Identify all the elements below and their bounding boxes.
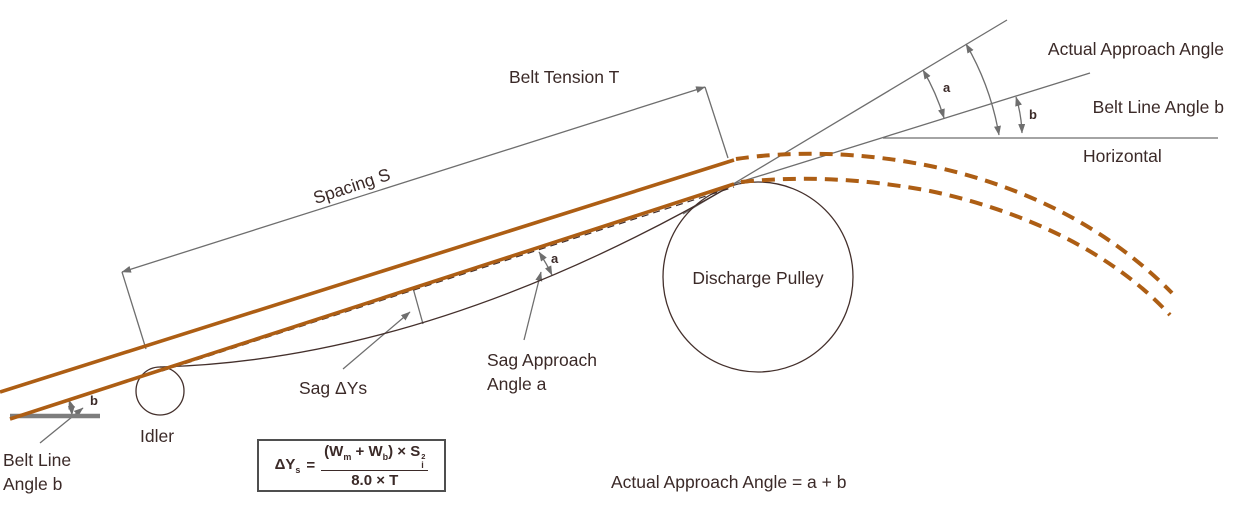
formula-s: ) × S xyxy=(388,442,421,460)
belt-line-extension-ray xyxy=(694,72,1091,197)
sag-approach-leader-line xyxy=(523,271,543,341)
belt-line-angle-leader-line xyxy=(39,407,84,444)
label-sag: Sag ΔYs xyxy=(299,378,368,398)
angle-a-arc xyxy=(922,69,945,119)
spacing-extension-left xyxy=(121,271,147,350)
angle-b-left-arc xyxy=(67,399,76,416)
belt-lower-line xyxy=(9,182,735,421)
trajectory-upper-dashed-curve xyxy=(735,151,1174,295)
label-horizontal: Horizontal xyxy=(1083,146,1162,166)
label-equation: Actual Approach Angle = a + b xyxy=(611,472,847,492)
label-idler: Idler xyxy=(140,426,175,446)
label-belt-line-line2: Angle b xyxy=(3,473,63,494)
formula-s-sup: 2 xyxy=(421,451,426,461)
label-discharge-pulley: Discharge Pulley xyxy=(692,268,824,288)
formula-denominator: 8.0 × T xyxy=(351,471,399,489)
label-belt-line-angle-right: Belt Line Angle b xyxy=(1092,97,1224,117)
angle-b-arc xyxy=(1015,96,1026,134)
label-actual-approach-angle: Actual Approach Angle xyxy=(1047,39,1224,59)
label-belt-line-angle-left: Belt Line Angle b xyxy=(3,449,71,496)
formula-wm-sub: m xyxy=(343,451,352,462)
sag-leader-line xyxy=(342,311,411,370)
formula-lhs-sub: s xyxy=(295,465,301,475)
label-sag-approach-angle: Sag Approach Angle a xyxy=(487,349,597,396)
spacing-extension-right xyxy=(704,86,729,159)
discharge-pulley-circle xyxy=(662,181,854,373)
sag-curve xyxy=(159,183,735,368)
angle-b-label-left: b xyxy=(90,393,98,408)
formula-lhs-base: ΔY xyxy=(274,456,296,473)
label-belt-tension: Belt Tension T xyxy=(509,67,620,87)
formula-s-sub: i xyxy=(421,459,424,470)
formula-lhs: ΔYs xyxy=(275,456,301,475)
sag-depth-tick xyxy=(412,287,424,325)
formula-equals: = xyxy=(306,457,316,474)
formula-wb-sub: b xyxy=(382,451,389,462)
angle-b-label-right: b xyxy=(1029,107,1037,122)
formula-wb: + W xyxy=(351,442,383,460)
angle-a-label-top: a xyxy=(943,80,951,95)
label-belt-line-line1: Belt Line xyxy=(3,450,72,470)
actual-approach-ray xyxy=(682,19,1008,215)
label-sag-approach-line2: Angle a xyxy=(487,373,547,394)
actual-approach-angle-arc xyxy=(965,43,1001,136)
spacing-dimension-line xyxy=(121,86,706,273)
trajectory-lower-dashed-curve xyxy=(740,176,1172,317)
label-sag-approach-line1: Sag Approach xyxy=(487,350,597,370)
angle-a-label-sag: a xyxy=(551,251,559,266)
formula-wm: (W xyxy=(324,442,344,460)
belt-upper-line xyxy=(0,158,735,394)
